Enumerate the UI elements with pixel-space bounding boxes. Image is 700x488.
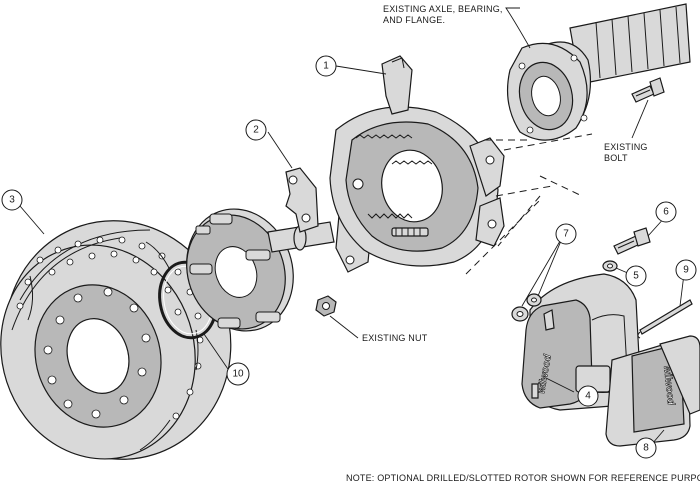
callout-7: 7 xyxy=(555,223,577,245)
callout-4: 4 xyxy=(577,385,599,407)
existing-axle-flange xyxy=(506,3,691,141)
caliper: wilwood xyxy=(521,273,641,411)
wheel-studs xyxy=(189,213,281,329)
svg-text:6: 6 xyxy=(663,207,669,218)
svg-text:4: 4 xyxy=(585,391,591,402)
existing-nut xyxy=(315,295,337,317)
callout-10: 10 xyxy=(226,362,250,386)
brake-adjuster xyxy=(391,227,429,237)
backing-plate-assembly xyxy=(329,55,505,267)
svg-text:1: 1 xyxy=(323,61,329,72)
brake-pads: wilwood xyxy=(605,335,700,447)
label-existing-axle: EXISTING AXLE, BEARING, AND FLANGE. xyxy=(383,4,503,25)
callout-5: 5 xyxy=(625,265,647,287)
existing-bolt xyxy=(631,77,665,103)
note-text: NOTE: OPTIONAL DRILLED/SLOTTED ROTOR SHO… xyxy=(346,473,700,483)
shims xyxy=(511,293,542,322)
rotor xyxy=(0,220,232,460)
svg-text:7: 7 xyxy=(563,229,569,240)
svg-text:8: 8 xyxy=(643,443,649,454)
assembly-guide-lines xyxy=(465,133,593,275)
brake-shoe-springs xyxy=(355,134,433,219)
svg-text:2: 2 xyxy=(253,125,259,136)
callout-6: 6 xyxy=(655,201,677,223)
svg-text:EXISTING AXLE, BEARING,: EXISTING AXLE, BEARING, xyxy=(383,4,503,14)
svg-text:AND FLANGE.: AND FLANGE. xyxy=(383,15,445,25)
rotor-slots xyxy=(27,241,199,451)
svg-text:3: 3 xyxy=(9,195,15,206)
svg-text:9: 9 xyxy=(683,265,689,276)
callout-3: 3 xyxy=(1,189,23,211)
leader-lines xyxy=(19,7,685,445)
svg-text:BOLT: BOLT xyxy=(604,153,628,163)
svg-text:10: 10 xyxy=(232,369,244,380)
label-existing-bolt: EXISTING BOLT xyxy=(604,142,648,163)
caliper-mount-bolt xyxy=(613,227,651,255)
callout-2: 2 xyxy=(245,119,267,141)
pad-logo: wilwood xyxy=(661,365,676,406)
svg-text:5: 5 xyxy=(633,271,639,282)
svg-text:EXISTING: EXISTING xyxy=(604,142,648,152)
washer xyxy=(602,260,618,272)
callout-1: 1 xyxy=(315,55,337,77)
rotor-hat-holes xyxy=(43,287,151,419)
callout-9: 9 xyxy=(675,259,697,281)
label-existing-nut: EXISTING NUT xyxy=(362,333,428,343)
cotter-pin xyxy=(637,299,693,339)
callout-8: 8 xyxy=(635,437,657,459)
